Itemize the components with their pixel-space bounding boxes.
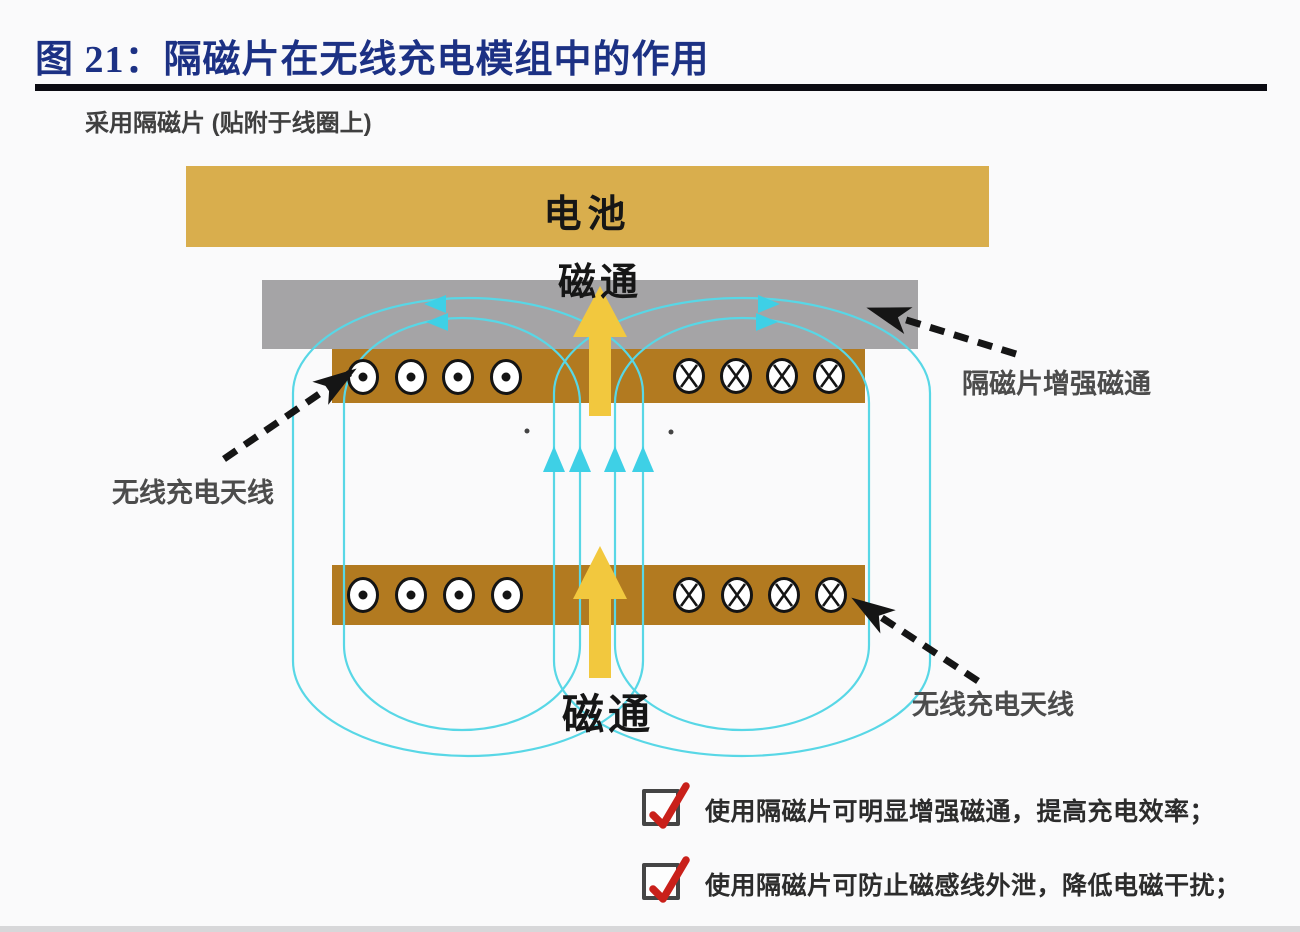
dashed-arrow-icon	[222, 368, 357, 462]
red-checkmark-icon	[649, 856, 690, 903]
figure-caption: 采用隔磁片 (贴附于线圈上)	[85, 110, 372, 137]
page-bottom-edge	[0, 926, 1300, 932]
dot-marks	[358, 590, 512, 600]
cross-marks	[679, 364, 839, 388]
cross-marks	[679, 583, 841, 607]
battery-label: 电池	[543, 194, 632, 236]
flux-bottom-label: 磁通	[561, 693, 654, 739]
checklist-item-label: 使用隔磁片可防止磁感线外泄，降低电磁干扰；	[705, 872, 1241, 900]
field-direction-arrowheads	[424, 295, 780, 472]
dashed-arrow-icon	[851, 597, 980, 684]
title-underline	[35, 84, 1267, 91]
checklist-item-label: 使用隔磁片可明显增强磁通，提高充电效率；	[705, 798, 1216, 826]
flux-top-label: 磁通	[557, 262, 642, 304]
up-arrow-icon	[573, 286, 627, 416]
up-arrow-icon	[573, 546, 627, 678]
annotation-wireless-antenna-bottom: 无线充电天线	[912, 690, 1074, 720]
checkbox-checked-icon	[642, 856, 690, 903]
dot-marks	[358, 372, 511, 382]
red-checkmark-icon	[649, 782, 690, 829]
field-loop-icon	[291, 296, 932, 758]
battery-bar	[186, 166, 989, 247]
dot-mark	[668, 429, 674, 435]
checkbox-checked-icon	[642, 782, 690, 829]
figure-title: 图 21：隔磁片在无线充电模组中的作用	[35, 39, 710, 81]
annotation-wireless-antenna-left: 无线充电天线	[112, 478, 274, 508]
annotation-shield-enhances-flux: 隔磁片增强磁通	[962, 369, 1151, 399]
dot-mark	[524, 428, 530, 434]
